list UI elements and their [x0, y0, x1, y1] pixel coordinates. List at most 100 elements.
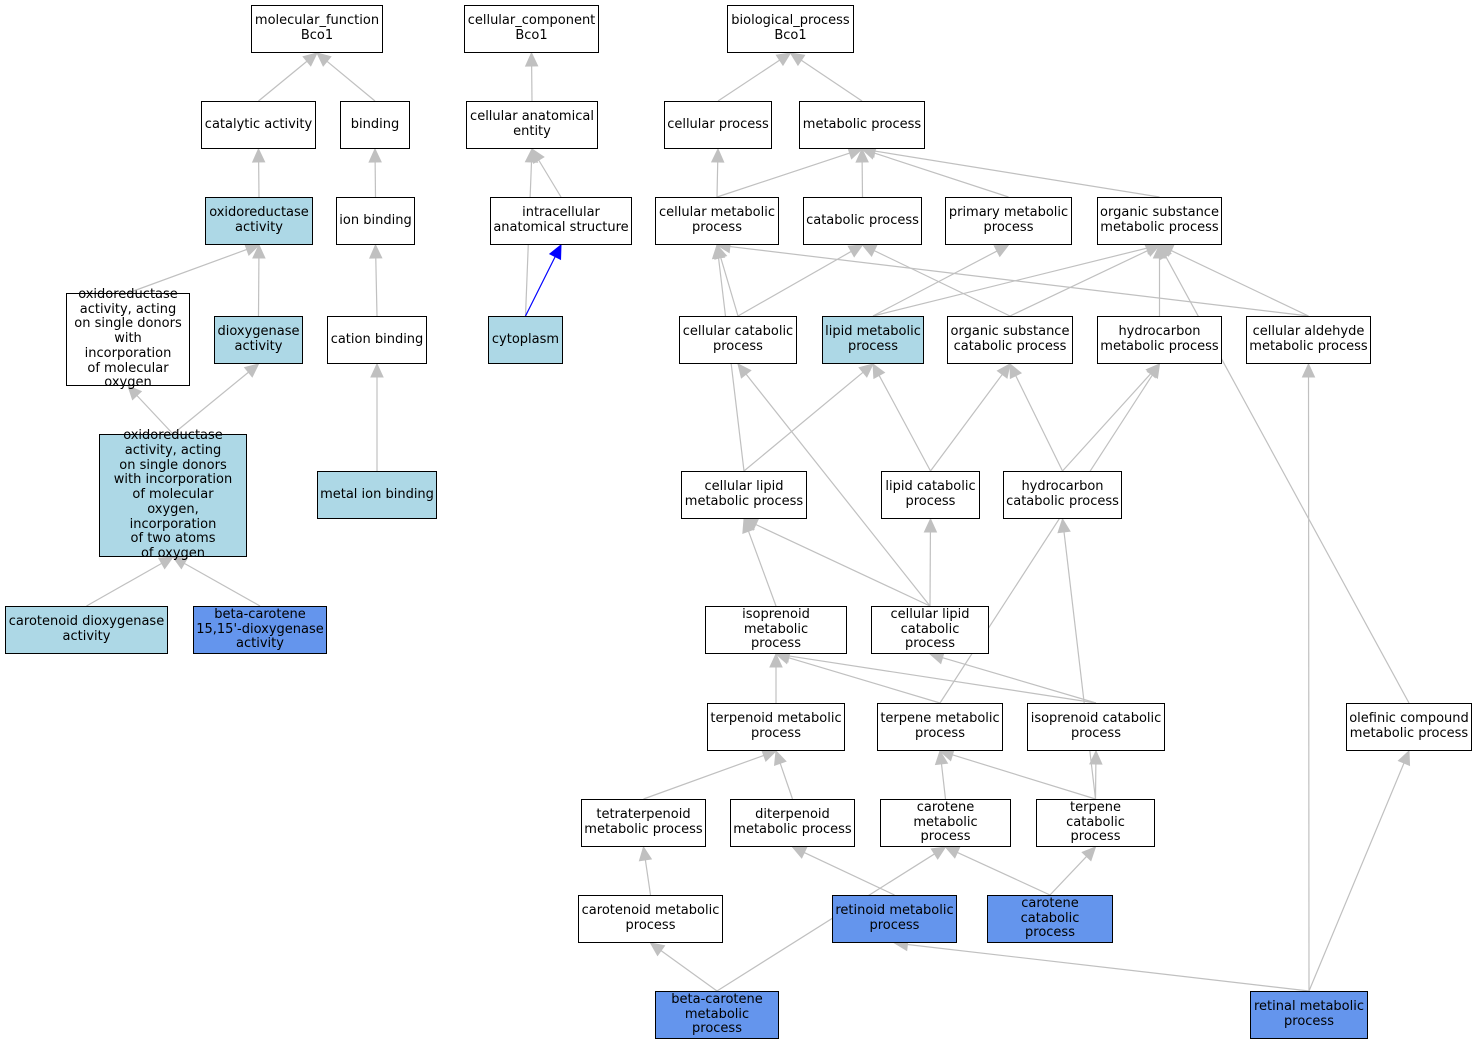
- edge-lcp-to-oscp: [930, 374, 1003, 472]
- go-term-node-bind[interactable]: binding: [340, 101, 410, 149]
- go-term-node-cdo[interactable]: carotenoid dioxygenase activity: [5, 606, 168, 654]
- go-term-node-dioxa[interactable]: dioxygenase activity: [214, 316, 303, 364]
- edge-ipmp-to-clmp: [747, 530, 777, 607]
- go-term-node-oscp[interactable]: organic substance catabolic process: [947, 316, 1073, 364]
- edge-arrowhead-cmp-to-cp: [710, 147, 725, 163]
- edge-dtmp-to-tpmp: [779, 763, 794, 800]
- edge-arrowhead-cat-to-mf: [302, 52, 318, 67]
- go-term-node-mp[interactable]: metabolic process: [799, 101, 925, 149]
- edge-arrowhead-cyto-to-ias: [548, 243, 562, 261]
- go-term-node-oxa[interactable]: oxidoreductase activity: [205, 197, 313, 245]
- go-term-node-tmp[interactable]: terpene metabolic process: [877, 703, 1003, 751]
- edge-clmp-to-cmp: [717, 257, 745, 472]
- edge-arrowhead-clmp-to-lmp: [858, 363, 874, 378]
- go-term-node-remp[interactable]: retinal metabolic process: [1250, 991, 1368, 1039]
- edge-arrowhead-remp-to-ocmp: [1397, 749, 1411, 767]
- edge-arrowhead-crmp-to-ttmp: [638, 845, 653, 862]
- go-term-node-camp[interactable]: cellular aldehyde metabolic process: [1246, 316, 1371, 364]
- edge-arrowhead-cyto-to-cae: [524, 147, 539, 163]
- go-term-node-oxsd[interactable]: oxidoreductase activity, acting on singl…: [66, 287, 190, 390]
- edge-ctmp-to-tmp: [940, 763, 947, 800]
- edge-arrowhead-bcmp-to-crmp: [649, 942, 666, 957]
- go-term-node-lmp[interactable]: lipid metabolic process: [822, 316, 924, 364]
- edge-tmp-to-ipmp: [788, 657, 941, 704]
- edge-ipcp-to-clcp: [942, 657, 1097, 704]
- go-term-node-ionb[interactable]: ion binding: [336, 197, 415, 245]
- edge-cmp-to-cp: [716, 161, 719, 198]
- go-term-node-cat[interactable]: catalytic activity: [201, 101, 316, 149]
- edge-arrowhead-oscp-to-osmp: [1144, 244, 1161, 257]
- edge-arrowhead-tcp-to-ipcp: [1089, 749, 1103, 765]
- go-term-node-ccap[interactable]: carotene catabolic process: [987, 895, 1113, 943]
- go-term-node-tpmp[interactable]: terpenoid metabolic process: [707, 703, 845, 751]
- edge-arrowhead-cp-to-bp: [775, 52, 792, 67]
- go-term-node-cmp[interactable]: cellular metabolic process: [655, 197, 779, 245]
- edge-osmp-to-mp: [874, 150, 1160, 198]
- go-term-node-ttmp[interactable]: tetraterpenoid metabolic process: [581, 799, 706, 847]
- go-term-node-cc[interactable]: cellular_component Bco1: [464, 5, 599, 53]
- edge-arrowhead-bind-to-mf: [316, 52, 332, 67]
- edge-crmp-to-ttmp: [644, 859, 652, 896]
- go-term-node-mib[interactable]: metal ion binding: [317, 471, 437, 519]
- edge-hcp-to-oscp: [1015, 375, 1064, 472]
- go-term-node-cp[interactable]: cellular process: [664, 101, 772, 149]
- go-term-node-hcp[interactable]: hydrocarbon catabolic process: [1003, 471, 1122, 519]
- go-term-node-catp[interactable]: catabolic process: [803, 197, 922, 245]
- go-term-node-cyto[interactable]: cytoplasm: [488, 316, 563, 364]
- go-term-node-ipmp[interactable]: isoprenoid metabolic process: [705, 606, 847, 654]
- edge-clcp-to-ccp: [745, 373, 931, 607]
- go-term-node-ccp[interactable]: cellular catabolic process: [679, 316, 797, 364]
- go-term-node-mf[interactable]: molecular_function Bco1: [251, 5, 383, 53]
- edge-arrowhead-clcp-to-ccp: [737, 363, 752, 379]
- go-term-node-tcp[interactable]: terpene catabolic process: [1036, 799, 1155, 847]
- edge-bcmp-to-ctmp: [716, 853, 935, 992]
- go-term-node-hmp[interactable]: hydrocarbon metabolic process: [1097, 316, 1222, 364]
- go-term-node-lcp[interactable]: lipid catabolic process: [881, 471, 980, 519]
- go-term-node-cae[interactable]: cellular anatomical entity: [466, 101, 598, 149]
- edge-cyto-to-ias: [524, 256, 556, 317]
- edge-arrowhead-tpmp-to-ipmp: [769, 652, 783, 668]
- edge-arrowhead-clcp-to-lcp: [923, 517, 938, 533]
- edge-arrowhead-rmp-to-dtmp: [791, 846, 808, 859]
- go-term-node-ctmp[interactable]: carotene metabolic process: [880, 799, 1011, 847]
- edge-remp-to-ocmp: [1308, 762, 1405, 992]
- go-term-node-bp[interactable]: biological_process Bco1: [727, 5, 854, 53]
- edge-arrowhead-mib-to-catb: [370, 362, 384, 378]
- go-term-node-catb[interactable]: cation binding: [327, 316, 427, 364]
- go-term-node-clmp[interactable]: cellular lipid metabolic process: [681, 471, 807, 519]
- edge-arrowhead-oscp-to-catp: [861, 244, 878, 257]
- go-term-node-crmp[interactable]: carotenoid metabolic process: [578, 895, 723, 943]
- go-term-node-clcp[interactable]: cellular lipid catabolic process: [871, 606, 989, 654]
- go-term-node-ocmp[interactable]: olefinic compound metabolic process: [1346, 703, 1472, 751]
- go-term-node-ias[interactable]: intracellular anatomical structure: [490, 197, 632, 245]
- go-term-node-rmp[interactable]: retinoid metabolic process: [832, 895, 957, 943]
- edge-arrowhead-catp-to-mp: [855, 147, 869, 163]
- edge-arrowhead-oxsd2-to-dioxa: [243, 363, 260, 378]
- go-term-node-osmp[interactable]: organic substance metabolic process: [1097, 197, 1222, 245]
- edge-bind-to-mf: [326, 60, 376, 102]
- edge-arrowhead-hcp-to-oscp: [1009, 362, 1023, 380]
- edge-arrowhead-bcdo-to-oxsd2: [171, 556, 189, 570]
- edge-arrowhead-ttmp-to-tpmp: [760, 749, 778, 762]
- edge-clcp-to-clmp: [755, 523, 931, 607]
- edge-arrowhead-clcp-to-clmp: [742, 518, 760, 531]
- edge-arrowhead-ionb-to-bind: [368, 147, 382, 163]
- edge-arrowhead-dioxa-to-oxa: [252, 243, 266, 259]
- edge-cdo-to-oxsd2: [86, 562, 162, 607]
- edge-ccap-to-tcp: [1049, 856, 1087, 896]
- edge-arrowhead-catb-to-ionb: [369, 243, 383, 259]
- edge-arrowhead-ccp-to-catp: [847, 244, 864, 258]
- edge-clmp-to-lmp: [743, 371, 864, 472]
- go-term-node-ipcp[interactable]: isoprenoid catabolic process: [1027, 703, 1165, 751]
- go-term-node-bcmp[interactable]: beta-carotene metabolic process: [655, 991, 779, 1039]
- go-term-node-pmp[interactable]: primary metabolic process: [945, 197, 1072, 245]
- go-term-node-dtmp[interactable]: diterpenoid metabolic process: [730, 799, 855, 847]
- edge-arrowhead-lcp-to-lmp: [872, 362, 886, 380]
- edge-hcp-to-hmp: [1062, 373, 1152, 472]
- edge-mp-to-bp: [800, 59, 863, 102]
- go-term-node-oxsd2[interactable]: oxidoreductase activity, acting on singl…: [99, 428, 247, 561]
- edge-lmp-to-osmp: [872, 247, 1148, 317]
- go-term-node-bcdo[interactable]: beta-carotene 15,15'-dioxygenase activit…: [193, 606, 327, 654]
- edge-arrowhead-mp-to-bp: [789, 52, 806, 67]
- edge-ias-to-cae: [538, 159, 562, 198]
